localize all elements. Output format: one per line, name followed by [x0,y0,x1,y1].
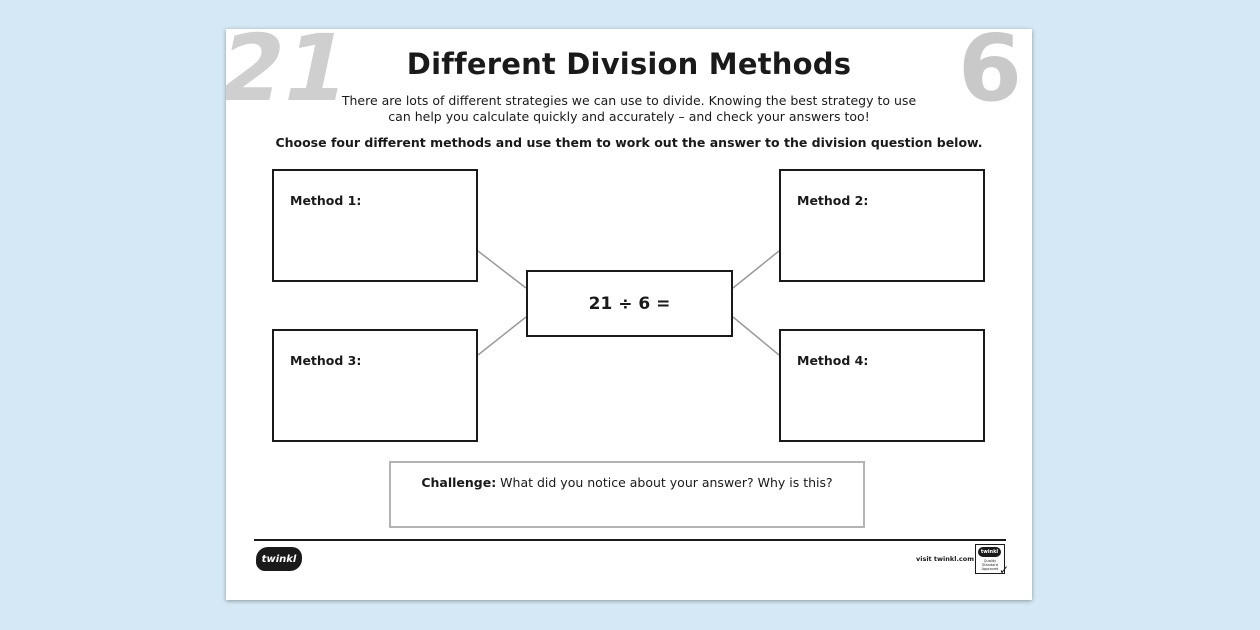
page-title: Different Division Methods [406,47,852,81]
worksheet-page: 21 6 Different Division Methods There ar… [226,29,1032,600]
challenge-label: Challenge: [421,475,497,490]
connector-method-1 [477,250,527,289]
challenge-text: What did you notice about your answer? W… [496,475,833,490]
division-question: 21 ÷ 6 = [588,293,671,314]
footer-divider [254,539,1006,541]
connector-method-2 [732,250,780,289]
connector-lines [477,250,780,356]
intro-text: There are lots of different strategies w… [341,93,917,124]
twinkl-logo: twinkl [256,547,302,571]
badge-caption: Quality Standard Approved [981,559,999,571]
instruction-text: Choose four different methods and use th… [275,135,983,150]
corner-number-right: 6 [957,29,1022,122]
method-3-label: Method 3: [290,353,362,368]
method-3-box[interactable]: Method 3: [272,329,478,442]
challenge-box[interactable]: Challenge: What did you notice about you… [389,461,865,528]
quality-badge: twinkl Quality Standard Approved ✓ [975,544,1009,577]
method-4-label: Method 4: [797,353,869,368]
method-2-box[interactable]: Method 2: [779,169,985,282]
method-2-label: Method 2: [797,193,869,208]
visit-link[interactable]: visit twinkl.com [916,555,975,563]
connector-method-4 [732,316,780,356]
connector-method-3 [477,316,527,356]
division-question-box: 21 ÷ 6 = [526,270,733,337]
checkmark-icon: ✓ [998,563,1009,577]
method-1-label: Method 1: [290,193,362,208]
method-1-box[interactable]: Method 1: [272,169,478,282]
badge-brand: twinkl [978,547,1001,557]
logo-text: twinkl [261,553,297,565]
method-4-box[interactable]: Method 4: [779,329,985,442]
